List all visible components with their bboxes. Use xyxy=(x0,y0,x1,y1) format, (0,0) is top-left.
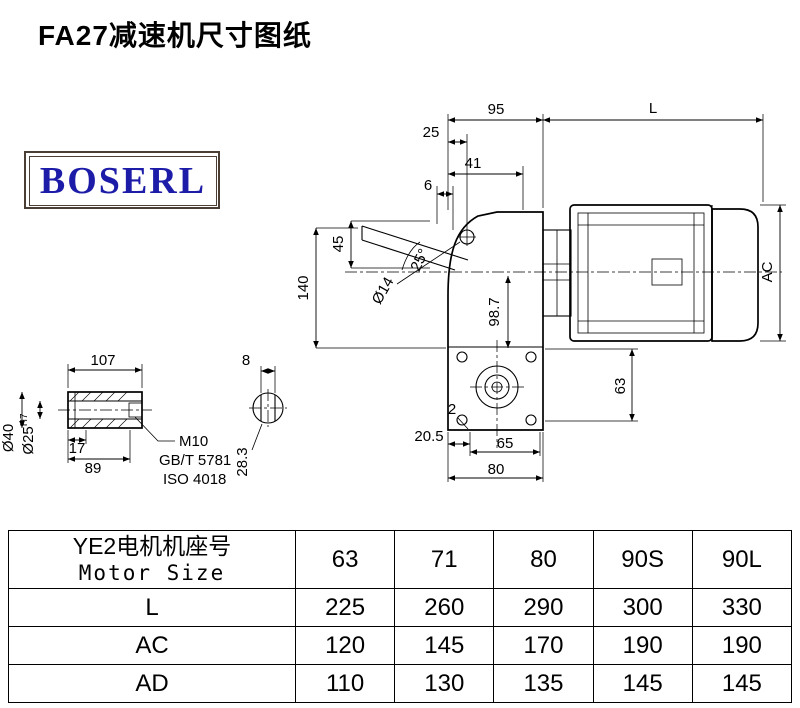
dim-95-label: 95 xyxy=(488,101,505,118)
table-row-header: YE2电机机座号 Motor Size 63 71 80 90S 90L xyxy=(8,530,793,589)
L-value: 300 xyxy=(592,588,693,627)
shaft-detail xyxy=(67,391,143,429)
dim-AC-label: AC xyxy=(759,261,776,282)
dim-8-label: 8 xyxy=(242,352,250,369)
brand-logo-text: BOSERL xyxy=(39,160,207,202)
AC-value: 145 xyxy=(394,626,495,665)
shaft-cross-section xyxy=(252,392,284,424)
dim-L-label: L xyxy=(649,100,657,117)
standard-iso-4018: ISO 4018 xyxy=(163,471,226,488)
dim-dia40-label: Ø40 xyxy=(0,424,17,452)
AD-value: 135 xyxy=(493,664,594,703)
AC-value: 120 xyxy=(294,626,396,665)
dim-28-3-label: 28.3 xyxy=(234,447,251,476)
row-label-L: L xyxy=(8,588,296,627)
dim-6-label: 6 xyxy=(424,177,432,194)
table-row-L: L 225 260 290 300 330 xyxy=(8,588,793,627)
dim-65-label: 65 xyxy=(497,435,514,452)
motor-size-80: 80 xyxy=(493,530,594,589)
page-title: FA27减速机尺寸图纸 xyxy=(38,20,312,51)
dim-107-label: 107 xyxy=(90,352,115,369)
dim-17-label: 17 xyxy=(69,440,86,457)
gearbox-housing xyxy=(361,211,544,431)
motor-size-header-cell: YE2电机机座号 Motor Size xyxy=(8,530,296,589)
L-value: 225 xyxy=(294,588,396,627)
dim-98-7-label: 98.7 xyxy=(486,297,503,326)
dim-dia14-label: Ø14 xyxy=(369,274,398,307)
motor-size-90l: 90L xyxy=(691,530,793,589)
brand-logo: BOSERL xyxy=(24,151,220,209)
standard-gbt-5781: GB/T 5781 xyxy=(159,452,231,469)
motor xyxy=(542,204,759,342)
AD-value: 145 xyxy=(592,664,693,703)
dim-45-label: 45 xyxy=(330,236,347,253)
AC-value: 190 xyxy=(592,626,693,665)
motor-size-71: 71 xyxy=(394,530,495,589)
motor-size-90s: 90S xyxy=(592,530,693,589)
AC-value: 190 xyxy=(691,626,793,665)
row-label-AD: AD xyxy=(8,664,296,703)
technical-drawing: 95 L 25 41 6 45 25° 140 Ø14 98.7 AC 63 2… xyxy=(0,100,786,488)
thread-spec-m10: M10 xyxy=(179,433,208,450)
dim-20-5-label: 20.5 xyxy=(414,428,443,445)
dim-80-label: 80 xyxy=(488,461,505,478)
AC-value: 170 xyxy=(493,626,594,665)
spec-table: YE2电机机座号 Motor Size 63 71 80 90S 90L L 2… xyxy=(8,530,793,703)
L-value: 260 xyxy=(394,588,495,627)
dim-25-label: 25 xyxy=(423,124,440,141)
row-label-AC: AC xyxy=(8,626,296,665)
dimension-lines xyxy=(19,114,786,482)
dim-2-label: 2 xyxy=(448,401,456,418)
centerlines xyxy=(58,271,782,448)
motor-size-label-en: Motor Size xyxy=(78,560,226,585)
AD-value: 145 xyxy=(691,664,793,703)
AD-value: 110 xyxy=(294,664,396,703)
dim-89-label: 89 xyxy=(85,460,102,477)
dim-63-label: 63 xyxy=(612,378,629,395)
table-row-AD: AD 110 130 135 145 145 xyxy=(8,664,793,703)
table-row-AC: AC 120 145 170 190 190 xyxy=(8,626,793,665)
brand-logo-frame: BOSERL xyxy=(29,156,217,206)
dim-41-label: 41 xyxy=(465,155,482,172)
AD-value: 130 xyxy=(394,664,495,703)
L-value: 330 xyxy=(691,588,793,627)
dim-dia25h7-label: Ø25H7 xyxy=(19,413,37,455)
dim-140-label: 140 xyxy=(295,275,312,300)
L-value: 290 xyxy=(493,588,594,627)
motor-size-63: 63 xyxy=(294,530,396,589)
motor-size-label-cn: YE2电机机座号 xyxy=(72,533,232,560)
